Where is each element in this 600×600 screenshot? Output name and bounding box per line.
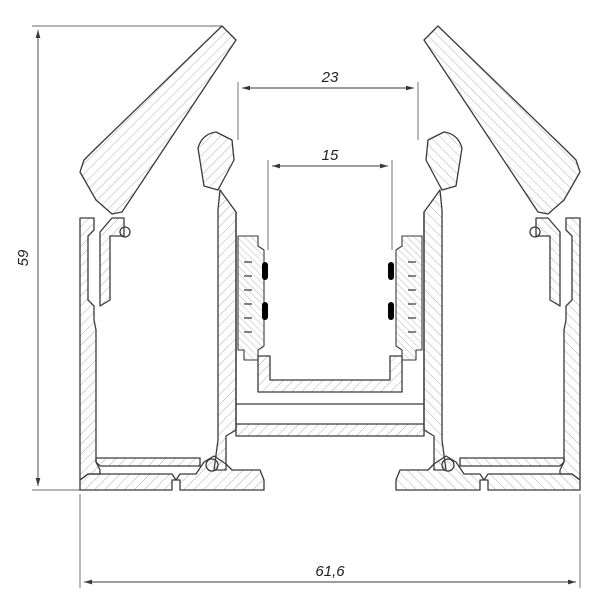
right-screw-channel — [441, 458, 455, 472]
right-contact-strip-lower — [388, 302, 394, 320]
profile-left-half — [79, 25, 265, 491]
left-wing-nose — [197, 131, 235, 191]
right-wing-nose — [425, 131, 463, 191]
dimension-height-label: 59 — [15, 249, 32, 266]
left-insert-teeth — [244, 261, 252, 333]
left-lower-web — [95, 457, 201, 467]
right-inner-channel-wall — [535, 217, 561, 307]
right-contact-strip-upper — [388, 262, 394, 280]
right-contact-insert — [388, 235, 423, 361]
right-inner-support — [423, 189, 447, 471]
dimension-height: 59 — [15, 25, 222, 491]
right-insert-body — [395, 235, 423, 361]
left-contact-insert — [237, 235, 268, 361]
right-outer-wall — [559, 217, 581, 481]
profile-right-half — [395, 25, 581, 491]
left-diagonal-wing — [79, 25, 237, 215]
right-diagonal-wing — [423, 25, 581, 215]
dimension-inner-bottom-label: 15 — [322, 147, 339, 164]
dimension-total-width: 61,6 — [79, 494, 581, 588]
left-contact-strip-lower — [262, 302, 268, 320]
right-lower-web — [459, 457, 565, 467]
left-screw-channel — [205, 458, 219, 472]
left-outer-wall — [79, 217, 101, 481]
track-u-channel — [257, 355, 403, 393]
right-top-screw-channel — [529, 226, 541, 238]
left-inner-channel-wall — [99, 217, 125, 307]
left-inner-support — [213, 189, 237, 471]
left-insert-body — [237, 235, 265, 361]
left-top-screw-channel — [119, 226, 131, 238]
central-structure — [235, 212, 425, 437]
central-bridge — [235, 423, 425, 437]
dimension-inner-top-label: 23 — [321, 69, 339, 86]
left-contact-strip-upper — [262, 262, 268, 280]
dimension-total-width-label: 61,6 — [315, 563, 345, 580]
right-insert-teeth — [408, 261, 416, 333]
dimension-inner-top: 23 — [237, 69, 419, 140]
dimension-inner-bottom: 15 — [267, 147, 393, 250]
